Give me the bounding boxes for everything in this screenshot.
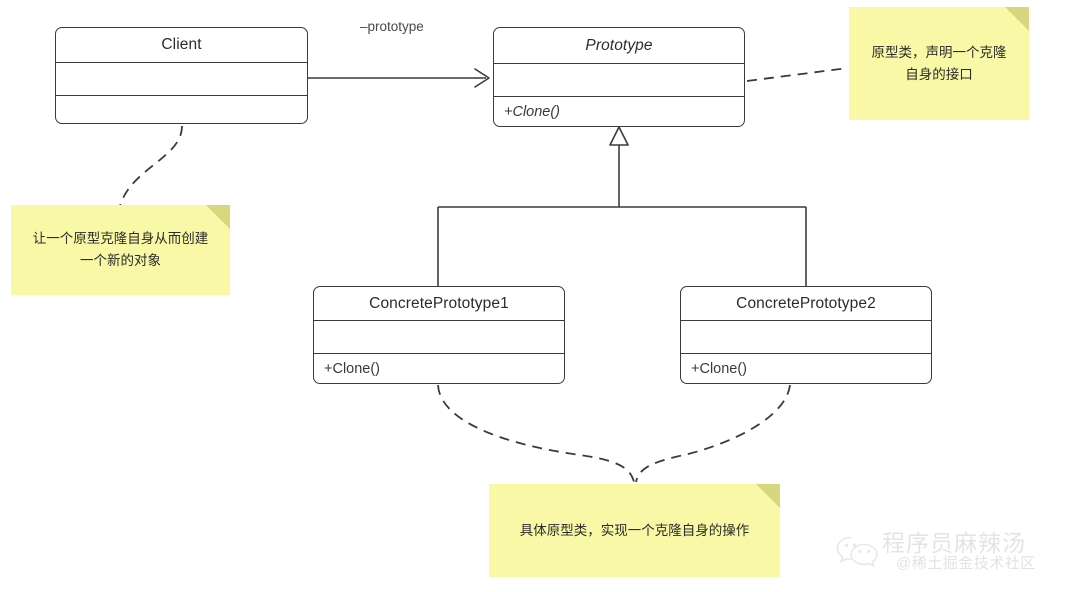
association-client-prototype [308,68,490,88]
note-leader-client [119,125,183,207]
watermark-line-1: 程序员麻辣汤 [882,529,1026,556]
class-name-concreteprototype1: ConcretePrototype1 [314,287,564,321]
watermark-line-2: @稀土掘金技术社区 [896,554,1036,572]
note-fold-icon [1005,7,1029,31]
note-fold-icon [756,484,780,508]
note-client-text: 让一个原型克隆自身从而创建 一个新的对象 [32,231,209,268]
watermark: 程序员麻辣汤 @稀土掘金技术社区 [836,518,1072,584]
class-box-client[interactable]: Client [55,27,308,124]
class-box-prototype[interactable]: Prototype +Clone() [493,27,745,127]
note-fold-icon [206,205,230,229]
wechat-icon [836,534,878,568]
note-prototype-text: 原型类，声明一个克隆 自身的接口 [871,44,1007,82]
class-attributes-concreteprototype1 [314,321,564,354]
class-name-concreteprototype2: ConcretePrototype2 [681,287,931,321]
note-client[interactable]: 让一个原型克隆自身从而创建 一个新的对象 [11,205,230,295]
note-concrete-prototypes[interactable]: 具体原型类，实现一个克隆自身的操作 [489,484,780,577]
class-operations-client [56,96,307,123]
class-box-concreteprototype2[interactable]: ConcretePrototype2 +Clone() [680,286,932,384]
class-attributes-concreteprototype2 [681,321,931,354]
class-attributes-prototype [494,64,744,97]
generalization-concrete-prototype [437,126,807,286]
note-leader-concrete1 [437,384,635,483]
class-name-client: Client [56,28,307,63]
note-prototype[interactable]: 原型类，声明一个克隆 自身的接口 [849,7,1029,120]
class-operations-prototype: +Clone() [504,103,561,120]
class-operations-concreteprototype1: +Clone() [324,360,381,377]
class-attributes-client [56,63,307,96]
note-leader-prototype [746,67,849,82]
class-operations-concreteprototype2: +Clone() [691,360,748,377]
note-leader-concrete2 [635,384,791,483]
note-concrete-text: 具体原型类，实现一个克隆自身的操作 [519,522,750,538]
class-name-prototype: Prototype [494,28,744,64]
class-box-concreteprototype1[interactable]: ConcretePrototype1 +Clone() [313,286,565,384]
association-role-label: –prototype [360,19,424,34]
